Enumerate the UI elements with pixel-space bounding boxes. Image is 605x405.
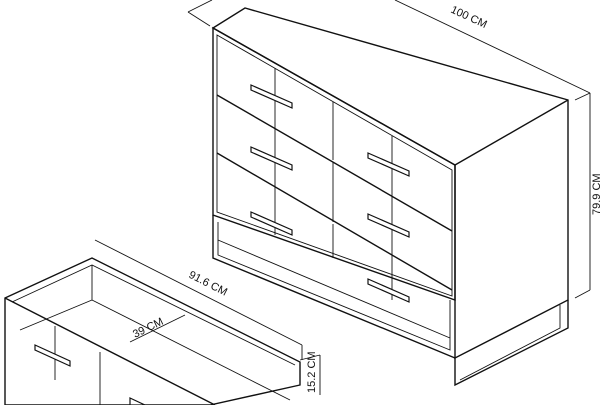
drawer-height-label: 15.2 CM xyxy=(306,351,318,393)
drawer-depth-label: 39 CM xyxy=(131,316,165,341)
leg-frame-inner xyxy=(217,222,451,351)
dresser xyxy=(211,7,569,387)
open-drawer xyxy=(4,239,321,405)
width-label: 100 CM xyxy=(449,4,489,31)
drawer-outline xyxy=(4,257,301,405)
drawer-frame xyxy=(216,34,453,297)
dresser-front xyxy=(212,26,456,301)
handles xyxy=(250,84,410,303)
row-divider-1 xyxy=(216,94,453,232)
dresser-outline xyxy=(211,7,569,360)
leg-frame-front xyxy=(212,215,456,359)
drawer-front-top xyxy=(4,297,216,405)
top-right-edge xyxy=(454,99,569,166)
row-divider-2 xyxy=(216,152,453,291)
height-label: 79.9 CM xyxy=(591,173,603,215)
dimension-lines xyxy=(187,0,591,299)
drawer-handle xyxy=(34,344,71,367)
drawer-width-label: 91.6 CM xyxy=(187,269,229,299)
drawer-floor-side xyxy=(19,299,93,331)
drawer-handle-2 xyxy=(129,397,146,405)
drawer-floor-line xyxy=(91,299,291,401)
drawer-inner-top xyxy=(11,264,296,366)
leg-frame-side-inner xyxy=(459,305,561,381)
leg-rail xyxy=(217,239,451,339)
leg-frame-side xyxy=(454,300,569,387)
